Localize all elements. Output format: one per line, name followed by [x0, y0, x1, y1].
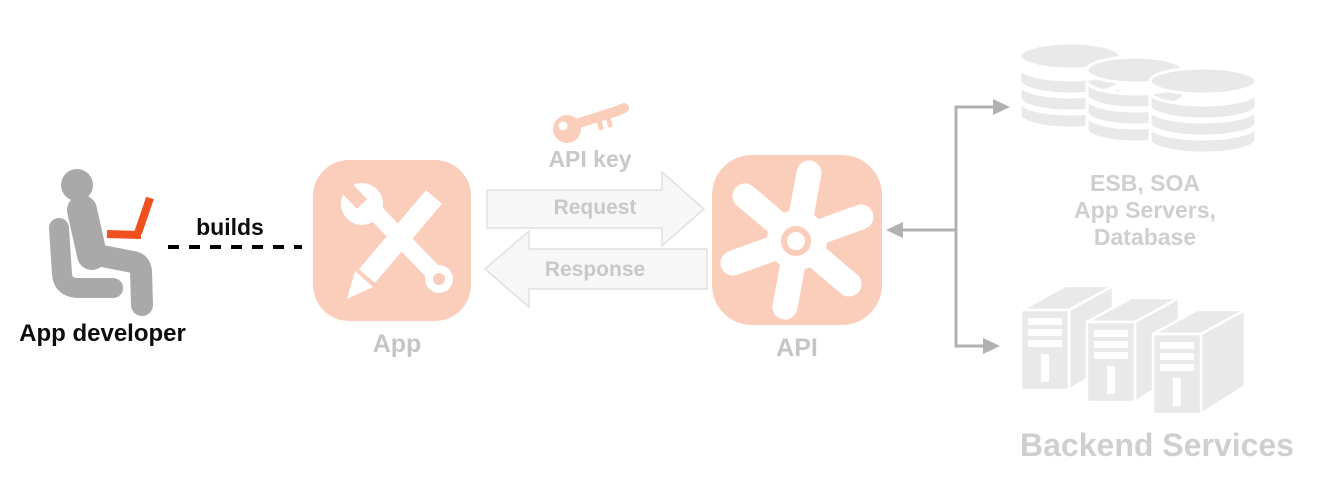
api-node [712, 155, 882, 325]
key-icon [553, 103, 629, 143]
builds-label: builds [196, 214, 264, 240]
leg-shape [81, 243, 153, 316]
request-label: Request [553, 196, 637, 219]
head-shape [61, 169, 93, 201]
app-node [313, 160, 471, 321]
database-stack-icon [1018, 41, 1258, 155]
backend-services-label: Backend Services [1020, 427, 1294, 463]
builds-dashed-line [168, 245, 302, 249]
gear-icon [720, 160, 874, 320]
app-developer-label: App developer [19, 320, 186, 347]
response-label: Response [544, 258, 646, 281]
chair-shape [49, 218, 123, 298]
app-label: App [372, 330, 422, 358]
wrench-and-pencil-icon [333, 175, 453, 299]
connector-lines [886, 99, 1010, 354]
laptop-icon [106, 196, 154, 239]
arrowhead-to-servers [983, 338, 1000, 354]
request-arrow [486, 170, 706, 248]
arrowhead-to-api [886, 222, 903, 238]
person-icon [49, 169, 154, 316]
arrowhead-to-databases [993, 99, 1010, 115]
api-key-label: API key [548, 146, 632, 172]
server-rack-icon [1019, 284, 1247, 416]
torso-shape [67, 195, 107, 270]
esb-soa-label: ESB, SOA App Servers, Database [1074, 170, 1216, 250]
response-arrow [483, 229, 708, 309]
api-label: API [776, 334, 818, 362]
